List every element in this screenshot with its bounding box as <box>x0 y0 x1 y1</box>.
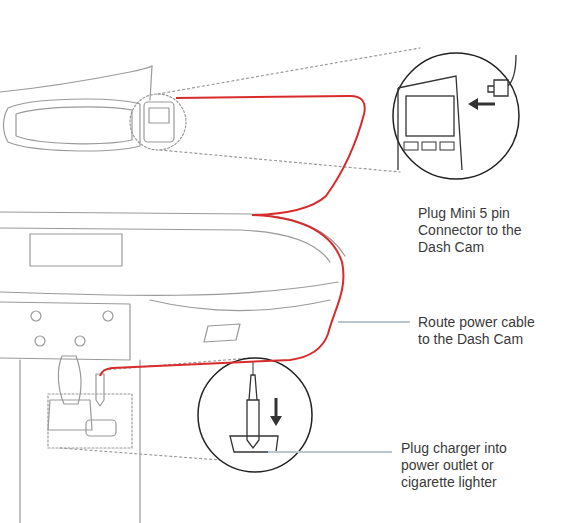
button <box>422 142 436 150</box>
car-charger <box>247 375 259 448</box>
dash-lower <box>0 282 338 295</box>
headliner-line <box>0 66 152 92</box>
insert-arrow <box>275 398 278 418</box>
vent-knob <box>31 311 41 321</box>
vent-knob <box>75 336 85 346</box>
dash-cam-large <box>398 76 462 170</box>
leader-line <box>338 321 410 323</box>
button <box>404 142 418 150</box>
insert-arrow-head <box>270 416 282 426</box>
vent-knob <box>103 311 113 321</box>
insert-arrow-head <box>468 98 478 110</box>
rear-mirror <box>4 99 141 151</box>
leader-line <box>268 451 392 453</box>
gear-shifter <box>58 356 80 404</box>
zoom-circle <box>393 53 519 179</box>
callout-text: Plug Mini 5 pin Connector to the Dash Ca… <box>418 205 548 256</box>
zoom-line <box>160 150 400 172</box>
mini-usb-plug <box>488 55 516 96</box>
dash-cam-large-screen <box>406 96 454 136</box>
car-interior <box>0 48 420 523</box>
dash-cam-screen <box>149 108 169 123</box>
button <box>440 142 454 150</box>
console-panel <box>0 302 130 360</box>
callout-text: Route power cable to the Dash Cam <box>418 314 548 348</box>
zoom-line <box>158 48 420 94</box>
console-sides <box>20 360 140 523</box>
dash-line <box>0 228 330 262</box>
zoom-circle <box>198 358 312 472</box>
zoom-camera <box>393 53 519 179</box>
dash-screen <box>30 234 122 266</box>
zoom-charger <box>198 358 312 472</box>
glovebox-handle <box>204 324 240 342</box>
mirror-glass <box>16 107 132 144</box>
power-cable <box>100 96 365 376</box>
zoom-source-box <box>48 394 132 448</box>
power-outlet-small <box>86 420 116 436</box>
zoom-line <box>60 448 220 460</box>
zoom-source-circle <box>130 94 186 150</box>
glovebox-line <box>150 300 330 311</box>
power-outlet <box>230 436 278 452</box>
leader-lines <box>268 322 410 452</box>
charger-cable <box>253 362 254 375</box>
charger-small <box>96 374 104 406</box>
dash-cam-small <box>144 102 174 142</box>
callout-text: Plug charger into power outlet or cigare… <box>401 440 531 491</box>
vent-knob <box>35 336 45 346</box>
